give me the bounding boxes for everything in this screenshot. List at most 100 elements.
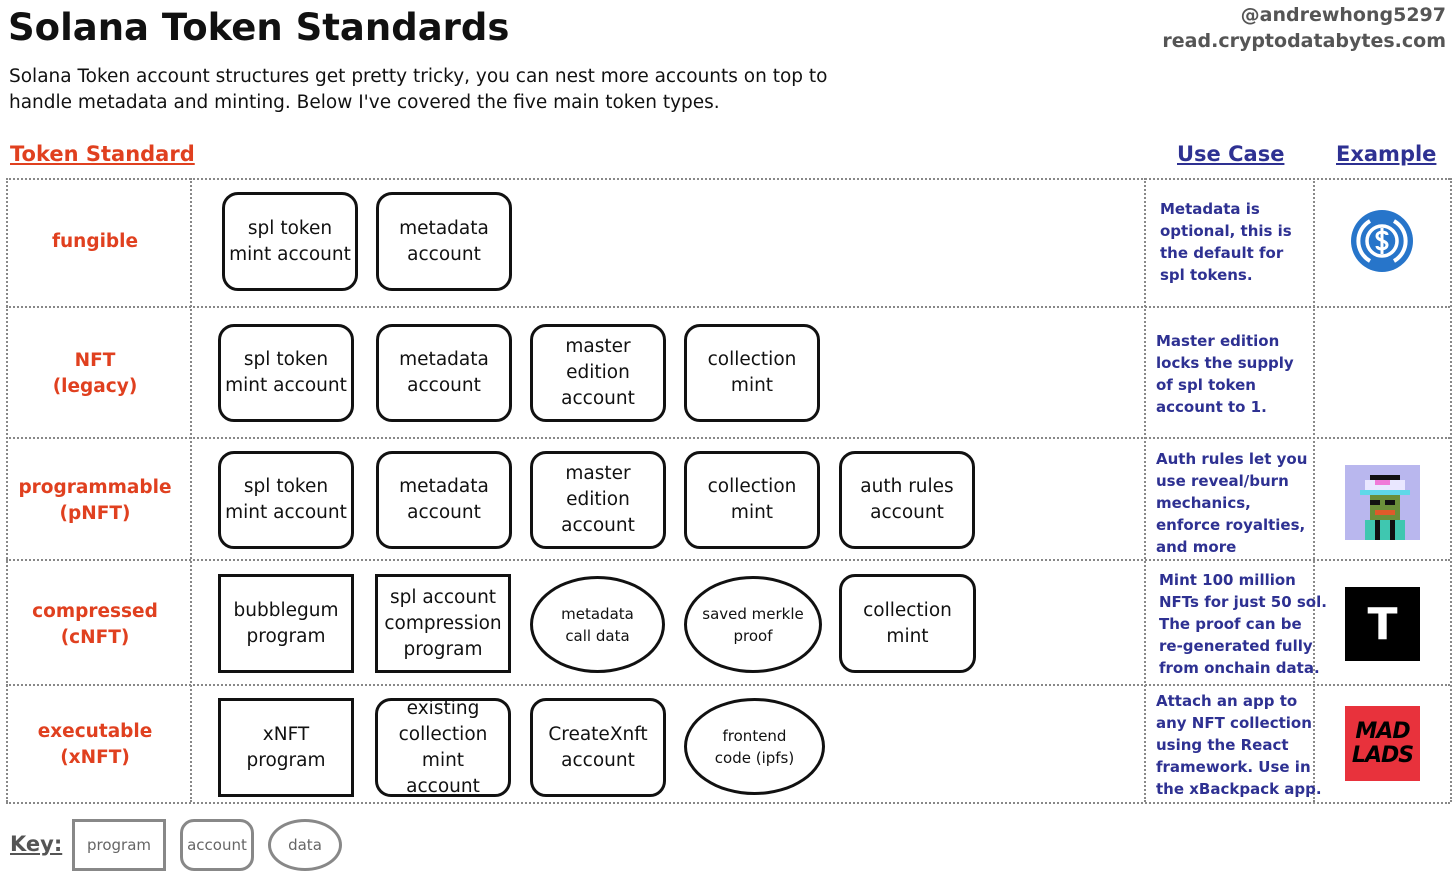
standard-label: (pNFT)	[59, 503, 131, 524]
pixel-punk-avatar-icon	[1345, 465, 1420, 540]
component-label: call data	[565, 626, 630, 645]
standard-label: compressed	[32, 601, 158, 622]
grid-line-right	[1450, 178, 1452, 802]
key-label: Key:	[10, 832, 63, 856]
component-label: metadata	[399, 217, 489, 239]
standard-label: (legacy)	[52, 376, 138, 397]
use-case-executable: Attach an app to any NFT collection usin…	[1156, 690, 1322, 800]
grid-line-row-3	[6, 559, 1450, 561]
use-case-line: of spl token	[1156, 376, 1256, 394]
component-label: spl token	[247, 217, 333, 239]
tensor-t-letter: T	[1367, 598, 1398, 650]
component-existing-collection-mint-account: existing collection mint account	[375, 698, 511, 797]
component-label: account	[561, 515, 635, 536]
standard-programmable: programmable (pNFT)	[8, 475, 182, 527]
component-metadata-account: metadata account	[376, 192, 512, 291]
component-label: frontend	[722, 726, 787, 745]
component-label: account	[406, 775, 480, 797]
use-case-line: NFTs for just 50 sol.	[1159, 593, 1327, 611]
component-label: xNFT	[262, 723, 310, 745]
mad-lads-logo-icon: MAD LADS	[1345, 706, 1420, 781]
standard-label: executable	[37, 721, 153, 742]
grid-line-left	[6, 178, 8, 802]
component-label: CreateXnft	[548, 723, 648, 745]
author-site: read.cryptodatabytes.com	[1162, 30, 1446, 52]
page-title: Solana Token Standards	[8, 6, 510, 49]
component-label: mint	[730, 375, 774, 396]
standard-label: (cNFT)	[60, 627, 130, 648]
use-case-line: locks the supply	[1156, 354, 1294, 372]
use-case-line: re-generated fully	[1159, 637, 1313, 655]
column-header-token-standard: Token Standard	[10, 142, 195, 166]
use-case-line: enforce royalties,	[1156, 516, 1306, 534]
mad-lads-word: MAD	[1355, 718, 1410, 744]
grid-line-row-1	[6, 306, 1450, 308]
column-header-use-case: Use Case	[1177, 142, 1285, 166]
component-label: master edition	[565, 463, 631, 510]
usdc-coin-icon	[1351, 210, 1413, 272]
component-label: mint	[730, 502, 774, 523]
use-case-line: Master edition	[1156, 332, 1280, 350]
use-case-fungible: Metadata is optional, this is the defaul…	[1160, 198, 1292, 286]
component-label: account	[561, 388, 635, 409]
key-program-label: program	[86, 836, 152, 854]
component-label: compression	[384, 612, 502, 634]
component-label: account	[870, 502, 944, 523]
author-handle: @andrewhong5297	[1240, 4, 1446, 26]
use-case-compressed: Mint 100 million NFTs for just 50 sol. T…	[1159, 569, 1327, 679]
use-case-nft-legacy: Master edition locks the supply of spl t…	[1156, 330, 1294, 418]
use-case-line: spl tokens.	[1160, 266, 1253, 284]
grid-line-top	[6, 178, 1450, 180]
component-label: saved merkle	[702, 604, 804, 623]
component-label: account	[407, 375, 481, 396]
use-case-line: and more	[1156, 538, 1237, 556]
use-case-line: framework. Use in	[1156, 758, 1311, 776]
component-label: code (ipfs)	[714, 748, 795, 767]
use-case-programmable: Auth rules let you use reveal/burn mecha…	[1156, 448, 1307, 558]
standard-label: programmable	[18, 477, 172, 498]
standard-fungible: fungible	[8, 229, 182, 255]
component-label: metadata	[399, 349, 489, 370]
grid-line-row-4	[6, 684, 1450, 686]
component-label: mint account	[225, 502, 347, 523]
use-case-line: The proof can be	[1159, 615, 1302, 633]
component-label: collection	[707, 476, 797, 497]
component-label: account	[407, 502, 481, 523]
standard-compressed: compressed (cNFT)	[8, 599, 182, 651]
component-label: metadata	[561, 604, 634, 623]
component-label: mint account	[225, 375, 347, 396]
grid-line-usecase-divider	[1144, 178, 1146, 802]
component-frontend-code-ipfs: frontend code (ipfs)	[684, 698, 825, 795]
component-master-edition-account: master edition account	[530, 451, 666, 549]
component-label: program	[246, 625, 326, 647]
mad-lads-word: LADS	[1351, 742, 1414, 768]
component-label: program	[246, 749, 326, 771]
component-saved-merkle-proof: saved merkle proof	[684, 576, 822, 673]
tensor-t-logo-icon: T	[1345, 587, 1420, 661]
component-label: account	[407, 243, 481, 265]
key-program: program	[72, 819, 166, 871]
use-case-line: the xBackpack app.	[1156, 780, 1322, 798]
use-case-line: any NFT collection	[1156, 714, 1312, 732]
key-account: account	[180, 819, 254, 871]
component-label: proof	[733, 626, 773, 645]
standard-label: fungible	[51, 231, 139, 252]
column-header-example: Example	[1336, 142, 1437, 166]
component-label: existing	[406, 697, 480, 719]
grid-line-example-divider	[1313, 178, 1315, 802]
component-label: mint	[886, 625, 929, 647]
key-account-label: account	[187, 836, 247, 854]
use-case-line: Metadata is	[1160, 200, 1260, 218]
component-metadata-call-data: metadata call data	[530, 576, 665, 673]
component-label: auth rules	[860, 476, 954, 497]
component-label: collection mint	[398, 723, 488, 771]
